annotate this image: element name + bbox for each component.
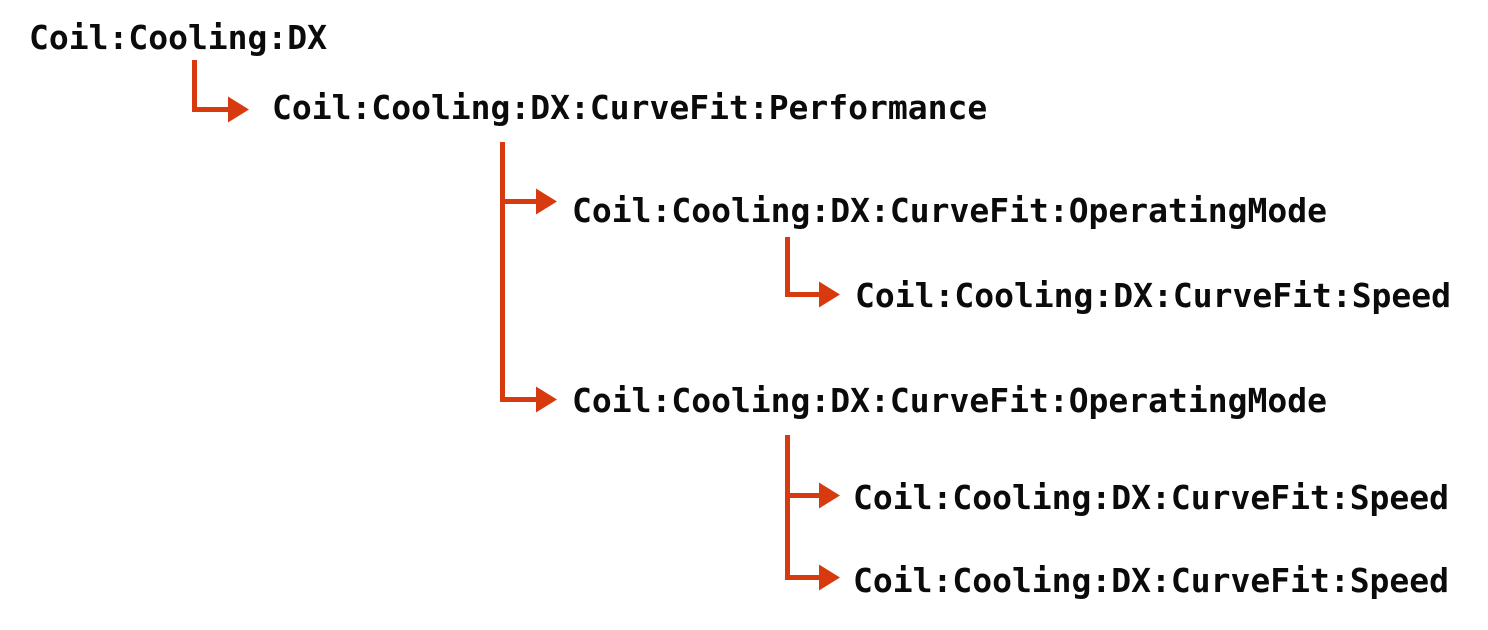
- arrowhead-icon: [819, 564, 840, 591]
- connector-operatingmode-2-to-speed-3: [785, 435, 821, 580]
- arrowhead-icon: [228, 96, 249, 123]
- arrowhead-icon: [819, 281, 840, 308]
- arrowhead-icon: [536, 386, 557, 413]
- tree-node-curvefit-operatingmode-1: Coil:Cooling:DX:CurveFit:OperatingMode: [572, 191, 1327, 230]
- tree-node-curvefit-performance: Coil:Cooling:DX:CurveFit:Performance: [272, 88, 988, 127]
- tree-node-curvefit-speed-3: Coil:Cooling:DX:CurveFit:Speed: [853, 561, 1450, 600]
- tree-node-curvefit-speed-1: Coil:Cooling:DX:CurveFit:Speed: [855, 276, 1452, 315]
- connector-performance-to-operatingmode-2: [500, 142, 538, 402]
- connector-root-to-performance: [192, 60, 230, 112]
- tree-node-coil-cooling-dx: Coil:Cooling:DX: [29, 18, 328, 57]
- tree-node-curvefit-speed-2: Coil:Cooling:DX:CurveFit:Speed: [853, 478, 1450, 517]
- arrowhead-icon: [536, 188, 557, 215]
- arrowhead-icon: [819, 482, 840, 509]
- connector-operatingmode-1-to-speed-1: [785, 237, 821, 297]
- tree-node-curvefit-operatingmode-2: Coil:Cooling:DX:CurveFit:OperatingMode: [572, 381, 1327, 420]
